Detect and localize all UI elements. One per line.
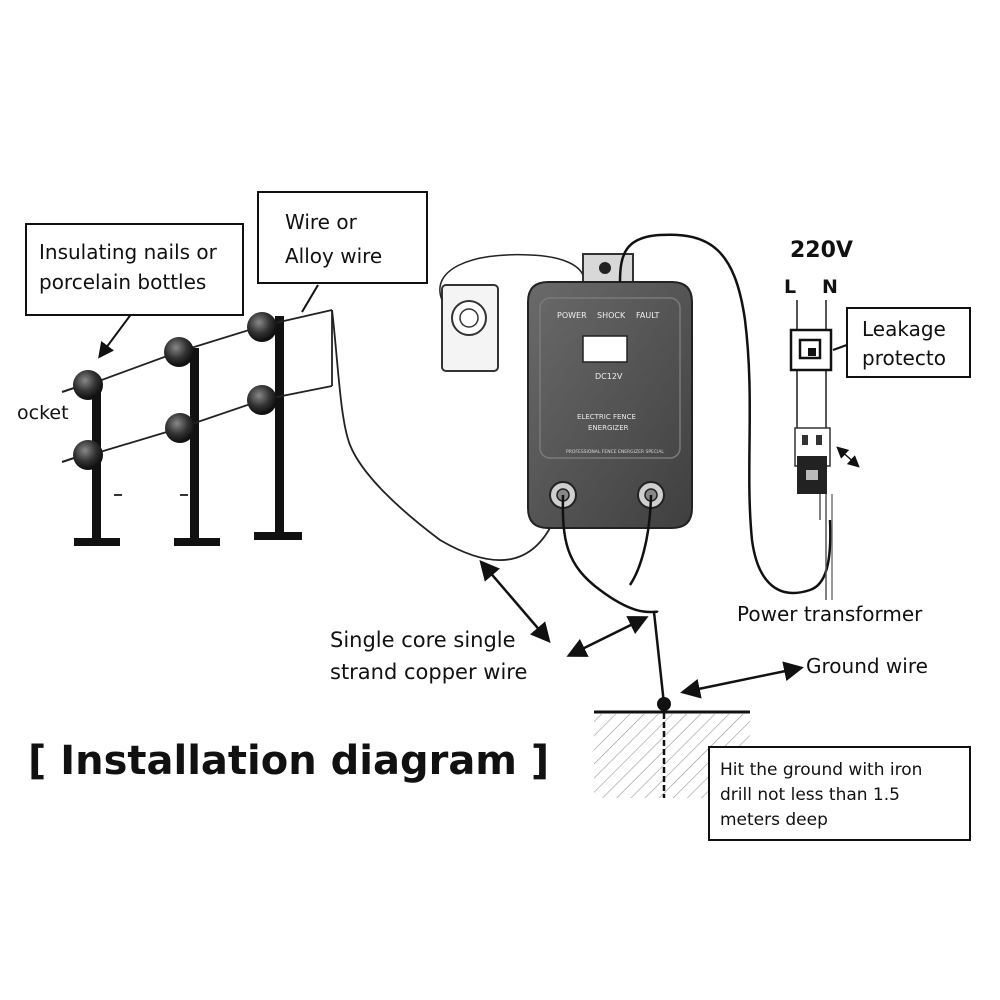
power-cord [618,233,832,595]
fence-post [275,316,284,540]
insulating-nails-label-line-2: porcelain bottles [39,270,207,294]
fence-post [190,348,199,540]
copper-wire-label-1: Single core single [330,628,516,652]
insulator [247,312,277,342]
insulator [73,370,103,400]
wire-label-line-1: Wire or [285,210,357,234]
wire-label-box: Wire or Alloy wire [257,191,428,284]
indicator-power: POWER [557,311,587,320]
fence-group [61,309,333,546]
fence-post-base [254,532,302,540]
insulator-pointer [98,312,133,359]
insulating-nails-label-box: Insulating nails or porcelain bottles [25,223,244,316]
insulating-nails-label-line-1: Insulating nails or [39,240,217,264]
insulator [73,440,103,470]
insulator [164,337,194,367]
energizer-footer: PROFESSIONAL FENCE ENERGIZER SPECIAL [566,449,664,455]
fence-wire-bottom [89,385,333,456]
page-title: [ Installation diagram ] [28,738,550,784]
mounting-hole [599,262,611,274]
indicator-shock: SHOCK [597,311,626,320]
ground-note-box: Hit the ground with iron drill not less … [708,746,971,841]
energizer-model: DC12V [595,372,623,381]
ground-connection-dot [657,697,671,711]
output-wire [561,494,659,614]
fence-feed-wire [331,309,561,561]
ground-wire-label: Ground wire [806,654,928,678]
ground-wire-arrow [680,661,804,699]
leakage-label-line-2: protecto [862,346,946,370]
energizer-name-2: ENERGIZER [588,424,629,432]
adapter-cable [439,253,584,301]
fence-post-base [74,538,120,546]
power-transformer-label: Power transformer [737,602,923,626]
wire-label-line-2: Alloy wire [285,244,383,268]
energizer-body [527,281,693,529]
adapter-plug [441,284,499,372]
mains-circuit [789,300,833,600]
voltage-label: 220V [790,238,853,263]
leakage-label-box: Leakage protecto [846,307,971,378]
wire-pointer [301,284,319,313]
energizer-display [582,335,628,363]
energizer-unit [527,253,693,529]
live-label: L [784,276,797,298]
neutral-label: N [822,276,838,298]
copper-wire-arrow-1 [479,559,551,644]
copper-wire-arrow-2 [566,616,649,657]
ground-note-line-3: meters deep [720,810,828,830]
leakage-label-line-1: Leakage [862,317,946,341]
insulator [247,385,277,415]
leakage-protector [789,328,833,372]
fence-post-base [174,538,220,546]
ground-note-line-1: Hit the ground with iron [720,760,923,780]
indicator-fault: FAULT [636,311,660,320]
insulator [165,413,195,443]
socket-label: ocket [17,402,69,424]
ground-note-line-2: drill not less than 1.5 [720,785,900,805]
fence-wire-top [87,309,333,386]
energizer-name-1: ELECTRIC FENCE [577,413,636,421]
ground-rod-wire [652,611,666,705]
copper-wire-label-2: strand copper wire [330,660,528,684]
ground-wire-line [628,494,653,586]
